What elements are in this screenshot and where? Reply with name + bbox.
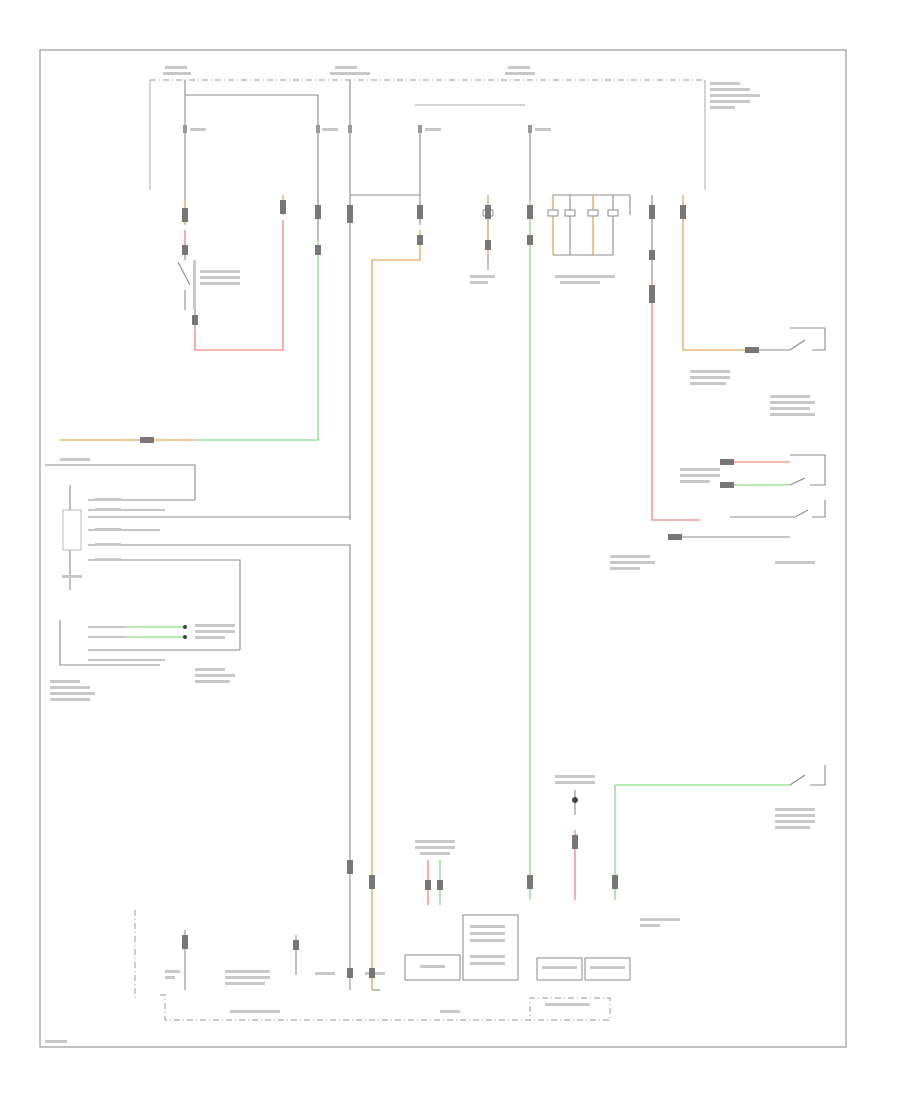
red-wire-right: [651, 280, 700, 521]
footer-code-mark: [45, 1040, 67, 1043]
connector-pins: [140, 200, 759, 978]
green-wire-ign: [195, 240, 319, 441]
bottom-modules: [404, 914, 631, 981]
seatbelt-switch: [680, 454, 826, 518]
ground-leads: [165, 860, 590, 1013]
center-wire-pair: [415, 840, 455, 905]
body-ecm-block: [45, 458, 351, 860]
orange-wire-right: [682, 195, 745, 351]
combination-meter-feed: [555, 765, 826, 927]
orange-wire-main: [371, 230, 421, 890]
diagram-frame: [39, 49, 847, 1048]
junction-connectors: [470, 194, 631, 284]
fuse-stems: [183, 80, 551, 520]
top-labels: [163, 66, 760, 109]
ground-boundary: [160, 994, 611, 1021]
lower-left-connector: [50, 620, 240, 701]
parking-brake-switch: [610, 536, 815, 570]
clutch-switch: [690, 327, 826, 416]
brake-switch: [177, 195, 284, 351]
